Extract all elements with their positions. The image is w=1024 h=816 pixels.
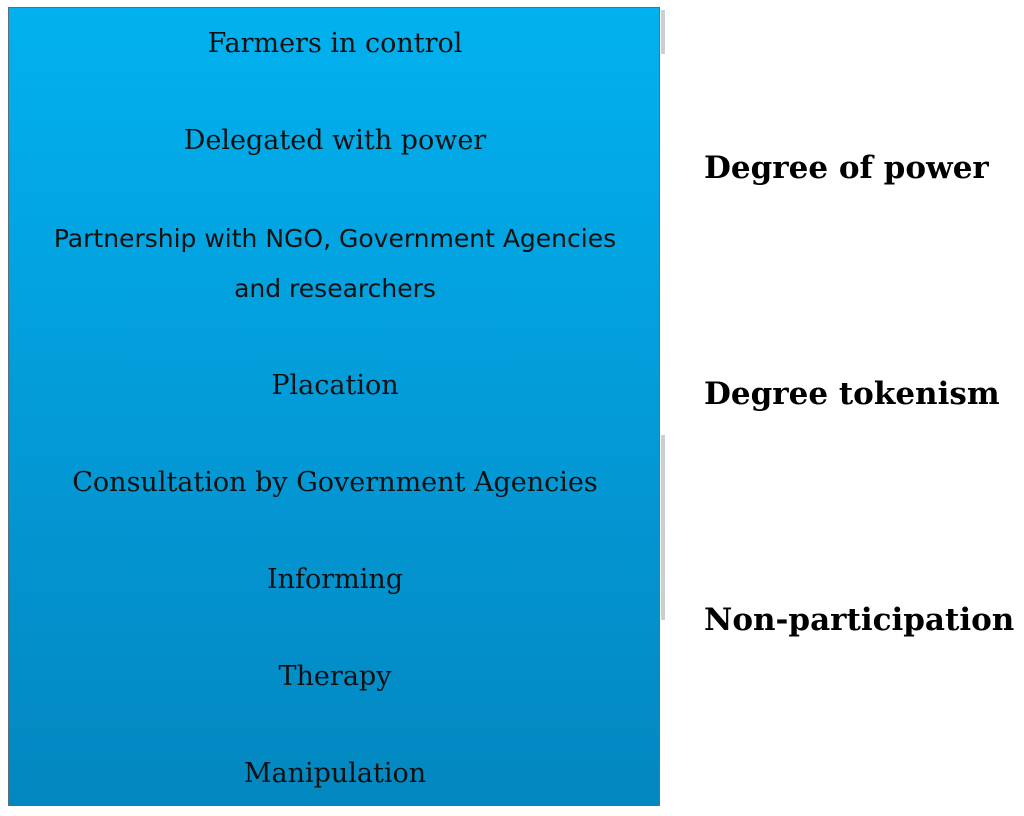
rung-therapy: Therapy	[278, 661, 392, 692]
label-degree-of-power: Degree of power	[704, 150, 989, 186]
rung-manipulation: Manipulation	[243, 758, 427, 789]
participation-ladder-box: Farmers in control Delegated with power …	[8, 7, 660, 806]
label-degree-tokenism: Degree tokenism	[704, 376, 1000, 412]
rung-partnership-line-1: Partnership with NGO, Government Agencie…	[53, 224, 617, 253]
rung-delegated-with-power: Delegated with power	[183, 125, 487, 156]
rung-placation: Placation	[271, 370, 399, 401]
label-non-participation: Non-participation	[704, 602, 1015, 638]
rung-farmers-in-control: Farmers in control	[207, 28, 463, 59]
rung-partnership-line-2: and researchers	[234, 274, 436, 303]
rung-informing: Informing	[266, 564, 404, 595]
rung-consultation: Consultation by Government Agencies	[72, 467, 598, 498]
box-edge-shadow-middle	[661, 435, 665, 620]
box-edge-shadow-top	[661, 10, 665, 54]
